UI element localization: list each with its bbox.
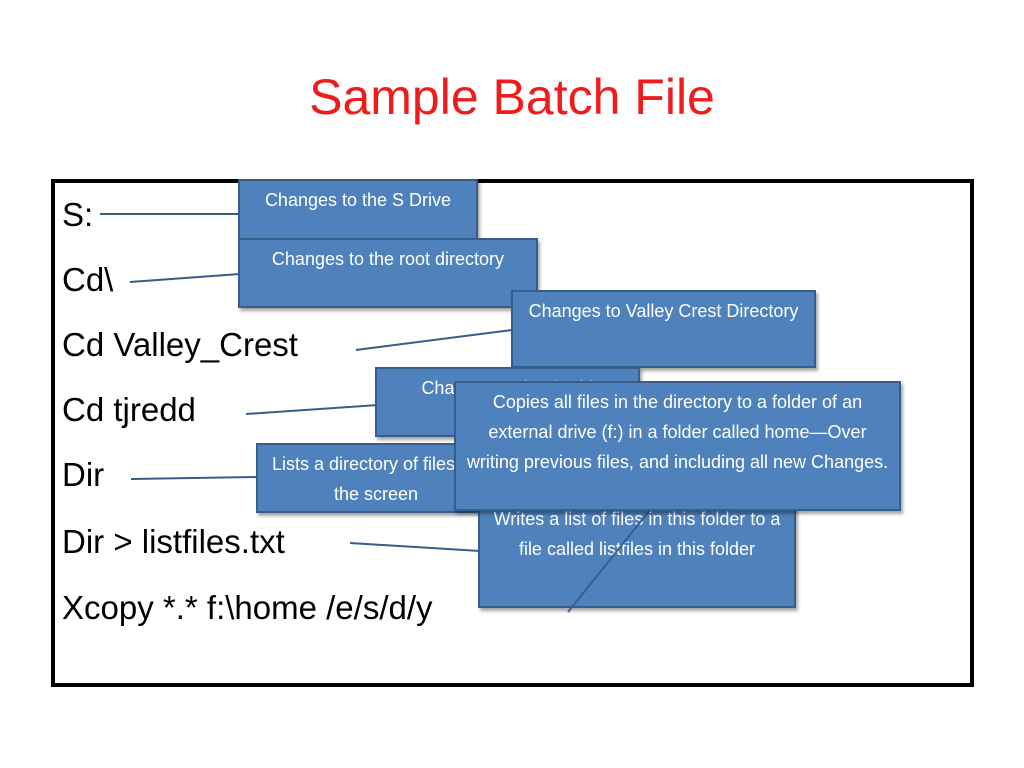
callout-dir-text: Lists a directory of files on the screen [271, 454, 481, 504]
connector-cd-valley-crest [355, 329, 513, 351]
slide-title: Sample Batch File [309, 69, 715, 125]
callout-root-directory: Changes to the root directory [238, 238, 538, 308]
connector-dir [130, 476, 259, 480]
command-line-cd-tjredd: Cd tjredd [62, 391, 196, 428]
connector-cd-tjredd [245, 404, 379, 415]
connector-xcopy [567, 509, 651, 613]
command-line-s-drive: S: [62, 196, 94, 233]
callout-xcopy: Copies all files in the directory to a f… [454, 381, 901, 511]
callout-dir: Lists a directory of files on the screen [256, 443, 496, 513]
callout-root-directory-text: Changes to the root directory [271, 249, 505, 269]
callout-s-drive-text: Changes to the S Drive [264, 190, 452, 210]
callout-valley-crest-text: Changes to Valley Crest Directory [528, 301, 799, 321]
command-line-cd-root: Cd\ [62, 261, 114, 298]
callout-listfiles-text: Writes a list of files in this folder to… [493, 509, 781, 559]
callout-s-drive: Changes to the S Drive [238, 179, 478, 243]
callout-valley-crest: Changes to Valley Crest Directory [511, 290, 816, 368]
command-line-dir: Dir [62, 456, 105, 493]
callout-listfiles: Writes a list of files in this folder to… [478, 500, 796, 608]
callout-xcopy-text: Copies all files in the directory to a f… [466, 392, 889, 472]
command-line-xcopy: Xcopy *.* f:\home /e/s/d/y [62, 589, 433, 626]
connector-cd-root [129, 273, 241, 283]
connector-dir-listfiles [349, 542, 481, 552]
command-line-cd-valley-crest: Cd Valley_Crest [62, 326, 298, 363]
command-line-dir-listfiles: Dir > listfiles.txt [62, 523, 285, 560]
